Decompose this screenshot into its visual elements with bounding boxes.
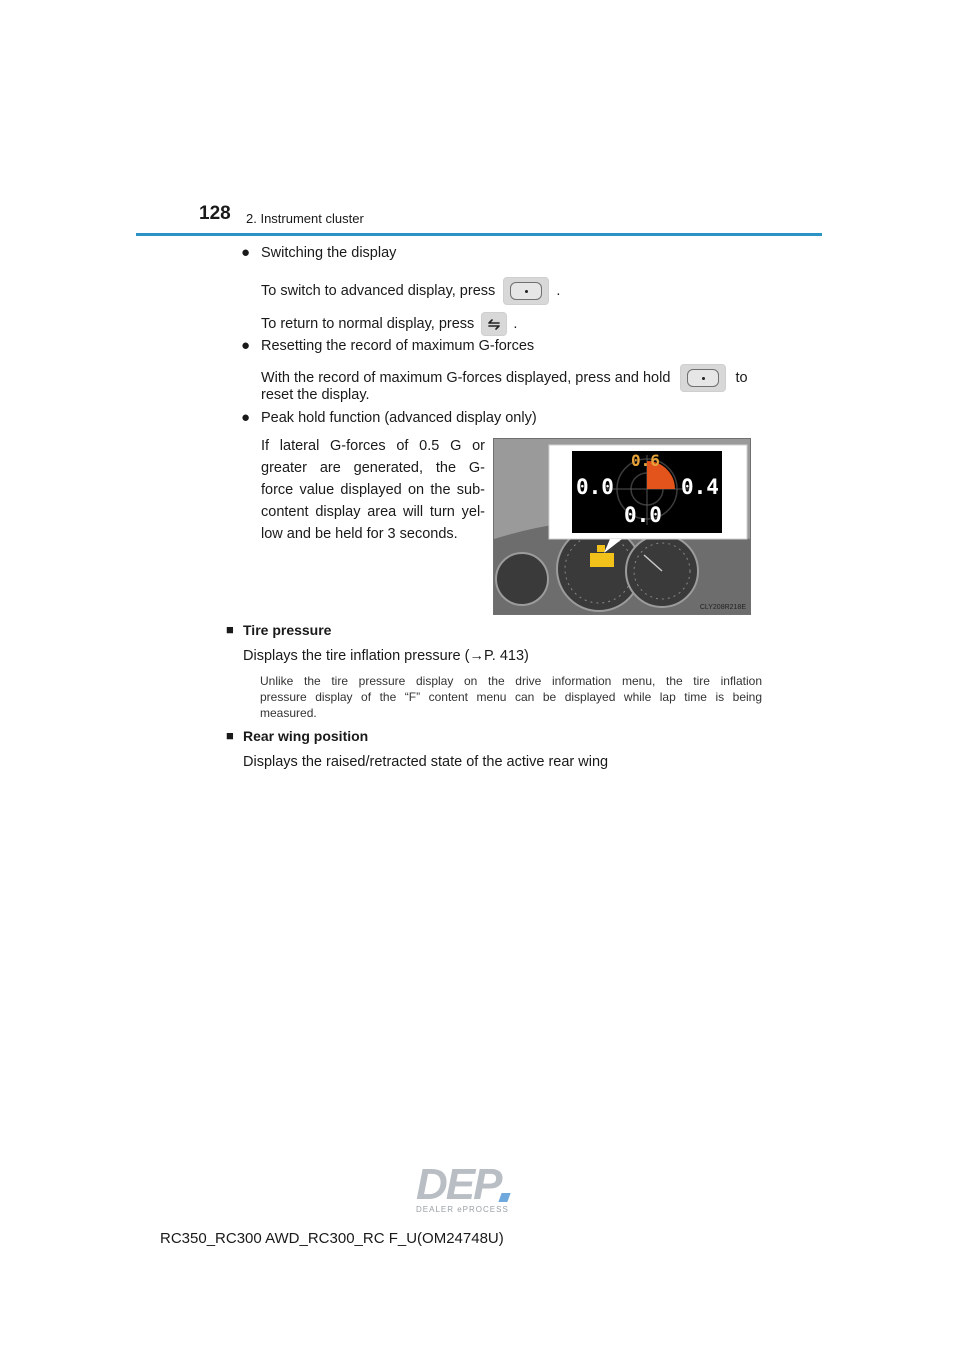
note-line: measured. [260, 706, 317, 720]
switching-normal-period: . [513, 315, 518, 332]
dealer-eprocess-logo: DEP DEALER ePROCESS [416, 1160, 546, 1215]
square-bullet-icon: ■ [226, 728, 234, 743]
page-number: 128 [199, 203, 231, 224]
g-value-bottom: 0.0 [624, 503, 662, 527]
resetting-text: With the record of maximum G-forces disp… [261, 369, 671, 386]
peak-hold-title: Peak hold function (advanced display onl… [261, 410, 537, 426]
resetting-line: With the record of maximum G-forces disp… [261, 364, 748, 392]
g-value-right: 0.4 [681, 475, 719, 499]
yellow-display-indicator [590, 553, 614, 567]
switching-title: Switching the display [261, 245, 397, 261]
switching-advanced-line: To switch to advanced display, press . [261, 277, 560, 305]
switching-normal-text: To return to normal display, press [261, 315, 475, 332]
tire-pressure-text: Displays the tire inflation pressure (→P… [243, 648, 529, 664]
bullet-icon: ● [241, 409, 251, 426]
logo-subtitle: DEALER ePROCESS [416, 1205, 509, 1214]
paragraph-line: content display area will turn yel- [261, 504, 485, 520]
meter-switch-button-icon [503, 277, 550, 305]
tire-pressure-heading: Tire pressure [243, 622, 332, 638]
document-footer: RC350_RC300 AWD_RC300_RC F_U(OM24748U) [160, 1230, 504, 1247]
note-line: Unlike the tire pressure display on the … [260, 674, 762, 688]
figure-code: CLY208R218E [699, 604, 746, 611]
switching-advanced-text: To switch to advanced display, press [261, 282, 496, 299]
bullet-icon: ● [241, 244, 251, 261]
paragraph-line: low and be held for 3 seconds. [261, 526, 458, 542]
resetting-to: to [735, 369, 748, 386]
resetting-line-2: reset the display. [261, 387, 370, 403]
rear-wing-heading: Rear wing position [243, 728, 369, 744]
g-force-figure: 0.6 0.0 0.4 0.0 CLY208R218E [493, 438, 751, 615]
resetting-title: Resetting the record of maximum G-forces [261, 338, 535, 354]
tire-pressure-note: Unlike the tire pressure display on the … [260, 673, 762, 721]
meter-switch-button-icon [680, 364, 727, 392]
rear-wing-text: Displays the raised/retracted state of t… [243, 754, 609, 770]
square-bullet-icon: ■ [226, 622, 234, 637]
g-value-left: 0.0 [576, 475, 614, 499]
instrument-cluster-illustration [494, 444, 750, 614]
bullet-icon: ● [241, 337, 251, 354]
switching-normal-line: To return to normal display, press . [261, 312, 517, 336]
note-line: pressure display of the “F” content menu… [260, 690, 762, 704]
switching-advanced-period: . [556, 282, 561, 299]
paragraph-line: force value displayed on the sub- [261, 482, 485, 498]
header-divider [136, 233, 822, 236]
back-arrow-button-icon [481, 312, 508, 336]
paragraph-line: If lateral G-forces of 0.5 G or [261, 438, 485, 454]
logo-text: DEP [416, 1160, 502, 1209]
peak-hold-paragraph: If lateral G-forces of 0.5 G or greater … [261, 435, 485, 545]
g-value-top: 0.6 [631, 451, 660, 470]
section-title: 2. Instrument cluster [246, 211, 364, 226]
paragraph-line: greater are generated, the G- [261, 460, 485, 476]
